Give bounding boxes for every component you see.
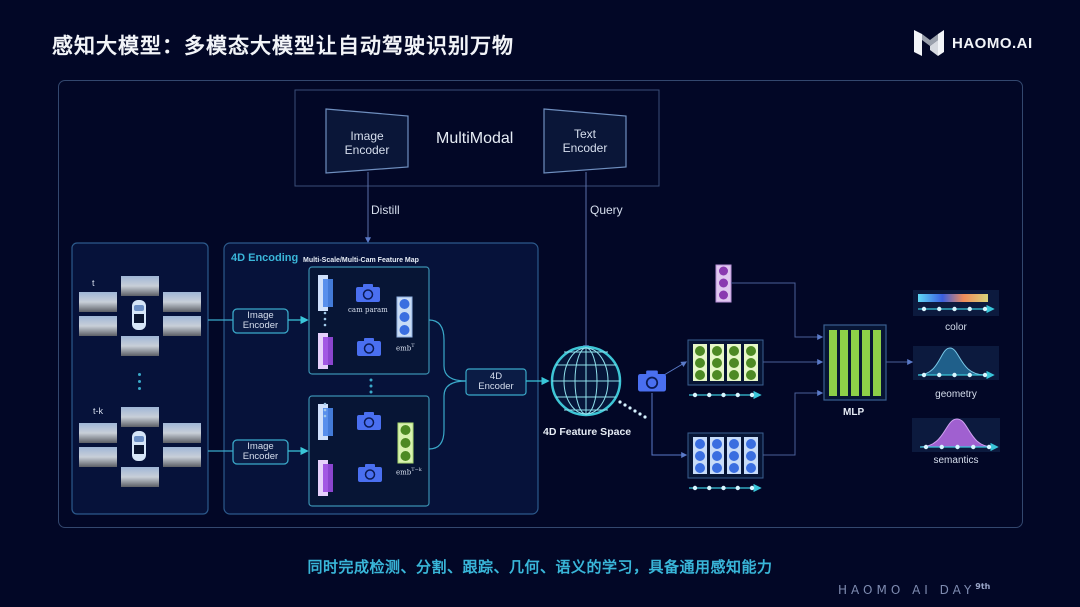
time-label-tk: t-k (93, 406, 103, 416)
color-sequence (918, 304, 995, 314)
footer-caption: 同时完成检测、分割、跟踪、几何、语义的学习，具备通用感知能力 (307, 558, 773, 576)
camera-thumbnail (121, 336, 159, 356)
encoder-4d-block (465, 368, 527, 396)
camera-thumbnail (121, 276, 159, 296)
camera-thumbnail (121, 407, 159, 427)
blue-feature-grid (687, 432, 764, 479)
feature-map-title: Multi-Scale/Multi-Cam Feature Map (303, 257, 419, 264)
mlp-block (823, 324, 887, 401)
embedding-tk (397, 422, 414, 464)
event-watermark: HAOMO AI DAY9th (838, 582, 991, 597)
camera-thumbnail (79, 292, 117, 312)
camera-thumbnail (79, 316, 117, 336)
camera-thumbnail (79, 447, 117, 467)
output-geometry-label: geometry (935, 389, 977, 400)
text-encoder-block (543, 108, 627, 174)
feature-stack-icon (318, 275, 333, 311)
emb-tk-label: embT−k (396, 467, 422, 477)
camera-thumbnail (163, 423, 201, 443)
encoding-panel (223, 242, 539, 515)
image-encoder-block (325, 108, 409, 174)
multimodal-label: MultiModal (436, 130, 514, 147)
mlp-label: MLP (843, 407, 865, 418)
camera-thumbnail (79, 423, 117, 443)
brand-logo: HAOMO.AI (912, 28, 1052, 58)
haomo-logo-icon (914, 30, 944, 56)
query-label: Query (590, 203, 623, 217)
image-encoder-t (232, 308, 289, 334)
output-semantics-panel (912, 418, 1000, 452)
cam-param-label: cam param (348, 306, 388, 314)
emb-t-label: embT (396, 343, 415, 353)
camera-thumbnail (163, 316, 201, 336)
camera-thumbnail (163, 447, 201, 467)
output-color-label: color (945, 322, 967, 333)
multimodal-box (294, 89, 660, 187)
feature-stack-icon (318, 460, 333, 496)
globe-icon (550, 345, 622, 417)
page-title: 感知大模型：多模态大模型让自动驾驶识别万物 (52, 34, 514, 58)
semantics-sequence (920, 442, 999, 452)
feature-space-label: 4D Feature Space (543, 426, 632, 438)
camera-thumbnail (163, 292, 201, 312)
feature-stack-icon (318, 333, 333, 369)
semantic-embedding (715, 264, 732, 303)
camera-thumbnail (121, 467, 159, 487)
green-feature-grid (687, 339, 764, 386)
car-icon (132, 300, 146, 330)
output-color-panel (913, 290, 999, 316)
camera-view-cluster-tk (79, 407, 201, 487)
car-icon (132, 431, 146, 461)
ellipsis-dots (138, 373, 142, 390)
output-semantics-label: semantics (933, 455, 979, 466)
blue-grid-sequence (689, 483, 762, 493)
time-label-t: t (92, 278, 95, 288)
brand-name: HAOMO.AI (952, 34, 1033, 52)
distill-label: Distill (371, 203, 400, 217)
embedding-t (396, 296, 413, 338)
diagram-frame (58, 80, 1023, 528)
green-grid-sequence (689, 390, 762, 400)
geometry-sequence (918, 370, 995, 380)
image-encoder-tk (232, 439, 289, 465)
encoding-title: 4D Encoding (231, 252, 299, 264)
camera-view-cluster-t (79, 276, 201, 356)
feature-stack-icon (318, 404, 333, 440)
